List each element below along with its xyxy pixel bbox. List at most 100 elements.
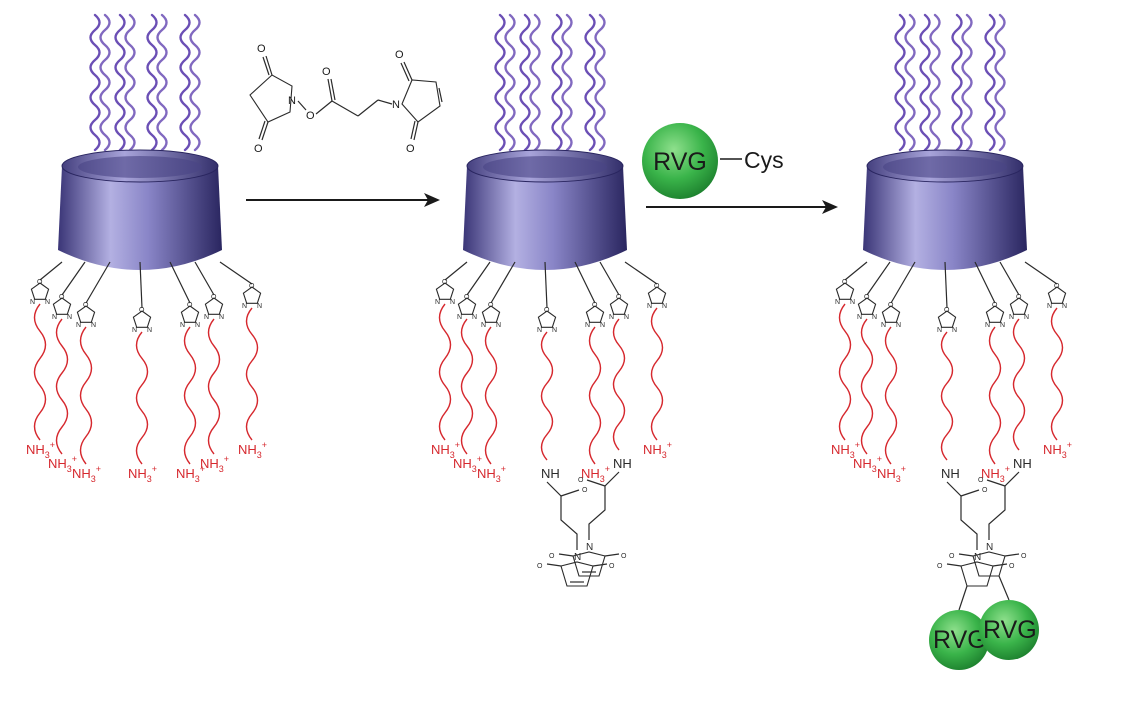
triazole-n: N xyxy=(435,299,440,306)
rvg-conjugated-label: RVG xyxy=(933,626,987,654)
peg-chain xyxy=(594,13,606,152)
triazole-n: N xyxy=(985,322,990,329)
imide-n: N xyxy=(586,542,593,553)
triazole-ring xyxy=(180,305,200,323)
amine-group: NH3+ xyxy=(643,440,672,460)
triazole-n: N xyxy=(1009,314,1014,321)
alkyl-chain xyxy=(183,326,197,465)
ether-bond xyxy=(544,261,548,309)
triazole-ring xyxy=(242,286,262,304)
triazole-n: N xyxy=(647,303,652,310)
ether-bond xyxy=(1024,261,1058,285)
triazole-n: N xyxy=(481,322,486,329)
triazole-ring xyxy=(52,297,72,315)
amine-group: NH3+ xyxy=(831,440,860,460)
ether-bond xyxy=(219,261,253,285)
amine-group: NH3+ xyxy=(26,440,55,460)
triazole-ring xyxy=(1047,286,1067,304)
imide-o: O xyxy=(1021,553,1027,560)
imide-ring xyxy=(960,561,994,587)
imide-o: O xyxy=(537,563,543,570)
amide-nh: NH xyxy=(613,456,632,471)
alkyl-chain xyxy=(460,318,474,455)
amide-spacer xyxy=(946,481,978,550)
triazole-ring xyxy=(857,297,877,315)
triazole-n: N xyxy=(132,327,137,334)
cyclodextrin-cone xyxy=(863,166,1027,270)
linker-ester-carbonyl-o: O xyxy=(322,66,331,78)
amine-group: NH3+ xyxy=(48,454,77,474)
imide-o: O xyxy=(1009,563,1015,570)
triazole-n: N xyxy=(219,314,224,321)
linker-nhs-n: N xyxy=(288,95,296,107)
cyclodextrin-cone xyxy=(463,166,627,270)
ether-bond xyxy=(444,261,468,281)
triazole-n: N xyxy=(937,327,942,334)
peg-chain xyxy=(494,13,506,152)
triazole-n: N xyxy=(600,322,605,329)
ether-bond xyxy=(139,261,143,309)
triazole-n: N xyxy=(45,299,50,306)
peg-chain xyxy=(146,13,158,152)
amine-group: NH3+ xyxy=(477,464,506,484)
linker-maleimide-o-2: O xyxy=(406,143,415,155)
triazole-n: N xyxy=(52,314,57,321)
amine-group: NH3+ xyxy=(128,464,157,484)
imide-n: N xyxy=(974,552,981,563)
alkyl-chain xyxy=(884,326,898,465)
amide-nh: NH xyxy=(1013,456,1032,471)
peg-chain xyxy=(551,13,563,152)
alkyl-chain xyxy=(245,307,259,441)
alkyl-chain xyxy=(207,318,221,455)
ether-bond xyxy=(61,261,86,296)
peg-chain xyxy=(584,13,596,152)
ether-bond xyxy=(844,261,868,281)
triazole-n: N xyxy=(537,327,542,334)
triazole-n: N xyxy=(896,322,901,329)
rvg-peptide-sphere xyxy=(642,123,718,199)
triazole-n: N xyxy=(1024,314,1029,321)
ether-bond xyxy=(890,261,916,304)
triazole-n: N xyxy=(835,299,840,306)
peg-chain xyxy=(929,13,941,152)
imide-o: O xyxy=(949,553,955,560)
peg-chain xyxy=(156,13,168,152)
amide-carbonyl xyxy=(560,489,580,497)
triazole-n: N xyxy=(242,303,247,310)
peg-chain xyxy=(994,13,1006,152)
imide-o: O xyxy=(621,553,627,560)
triazole-n: N xyxy=(850,299,855,306)
peg-chain xyxy=(529,13,541,152)
peg-chain xyxy=(904,13,916,152)
amide-carbonyl xyxy=(960,489,980,497)
triazole-n: N xyxy=(609,314,614,321)
triazole-ring xyxy=(647,286,667,304)
imide-o: O xyxy=(549,553,555,560)
imide-ring xyxy=(572,551,606,577)
ether-bond xyxy=(466,261,491,296)
ether-bond xyxy=(999,261,1020,296)
triazole-ring xyxy=(881,305,901,323)
triazole-n: N xyxy=(472,314,477,321)
triazole-ring xyxy=(1009,297,1029,315)
linker-carbonyl-o-2: O xyxy=(254,143,263,155)
linker-ester-o: O xyxy=(306,110,315,122)
alkyl-chain xyxy=(860,318,874,455)
rvg-conjugated-label: RVG xyxy=(983,616,1037,644)
alkyl-chain xyxy=(438,303,452,441)
triazole-n: N xyxy=(1047,303,1052,310)
triazole-n: N xyxy=(952,327,957,334)
triazole-n: N xyxy=(76,322,81,329)
imide-o: O xyxy=(937,563,943,570)
triazole-ring xyxy=(537,310,557,328)
amine-group: NH3+ xyxy=(431,440,460,460)
